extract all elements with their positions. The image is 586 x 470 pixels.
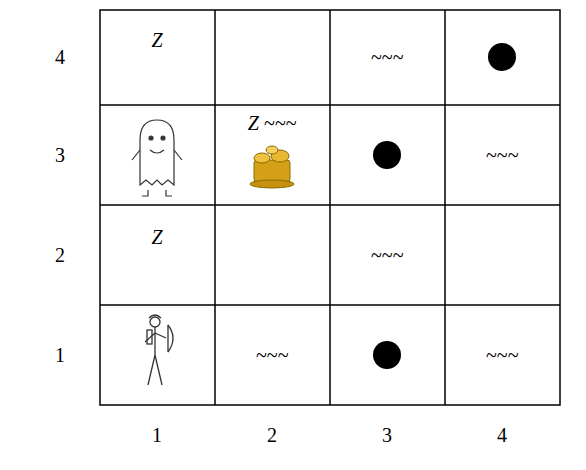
grid-lines [100,10,560,405]
row-number: 1 [55,345,65,365]
breeze-mark: ~~~ [371,47,403,67]
breeze-mark: ~~~ [486,345,518,365]
column-number: 4 [497,425,507,445]
breeze-mark: ~~~ [371,245,403,265]
row-number: 2 [55,245,65,265]
pit [373,341,401,369]
stench-mark: Z [151,227,162,247]
row-number: 4 [55,47,65,67]
stench-mark: Z [151,30,162,50]
stench-breeze-mark: Z ~~~ [248,113,297,133]
breeze-mark: ~~~ [486,145,518,165]
gold-icon [250,146,294,188]
column-number: 1 [152,425,162,445]
pit [488,43,516,71]
column-number: 3 [382,425,392,445]
row-number: 3 [55,145,65,165]
column-number: 2 [267,425,277,445]
pit [373,141,401,169]
agent-icon [145,315,173,385]
breeze-mark: ~~~ [256,345,288,365]
wumpus-icon [132,120,182,196]
